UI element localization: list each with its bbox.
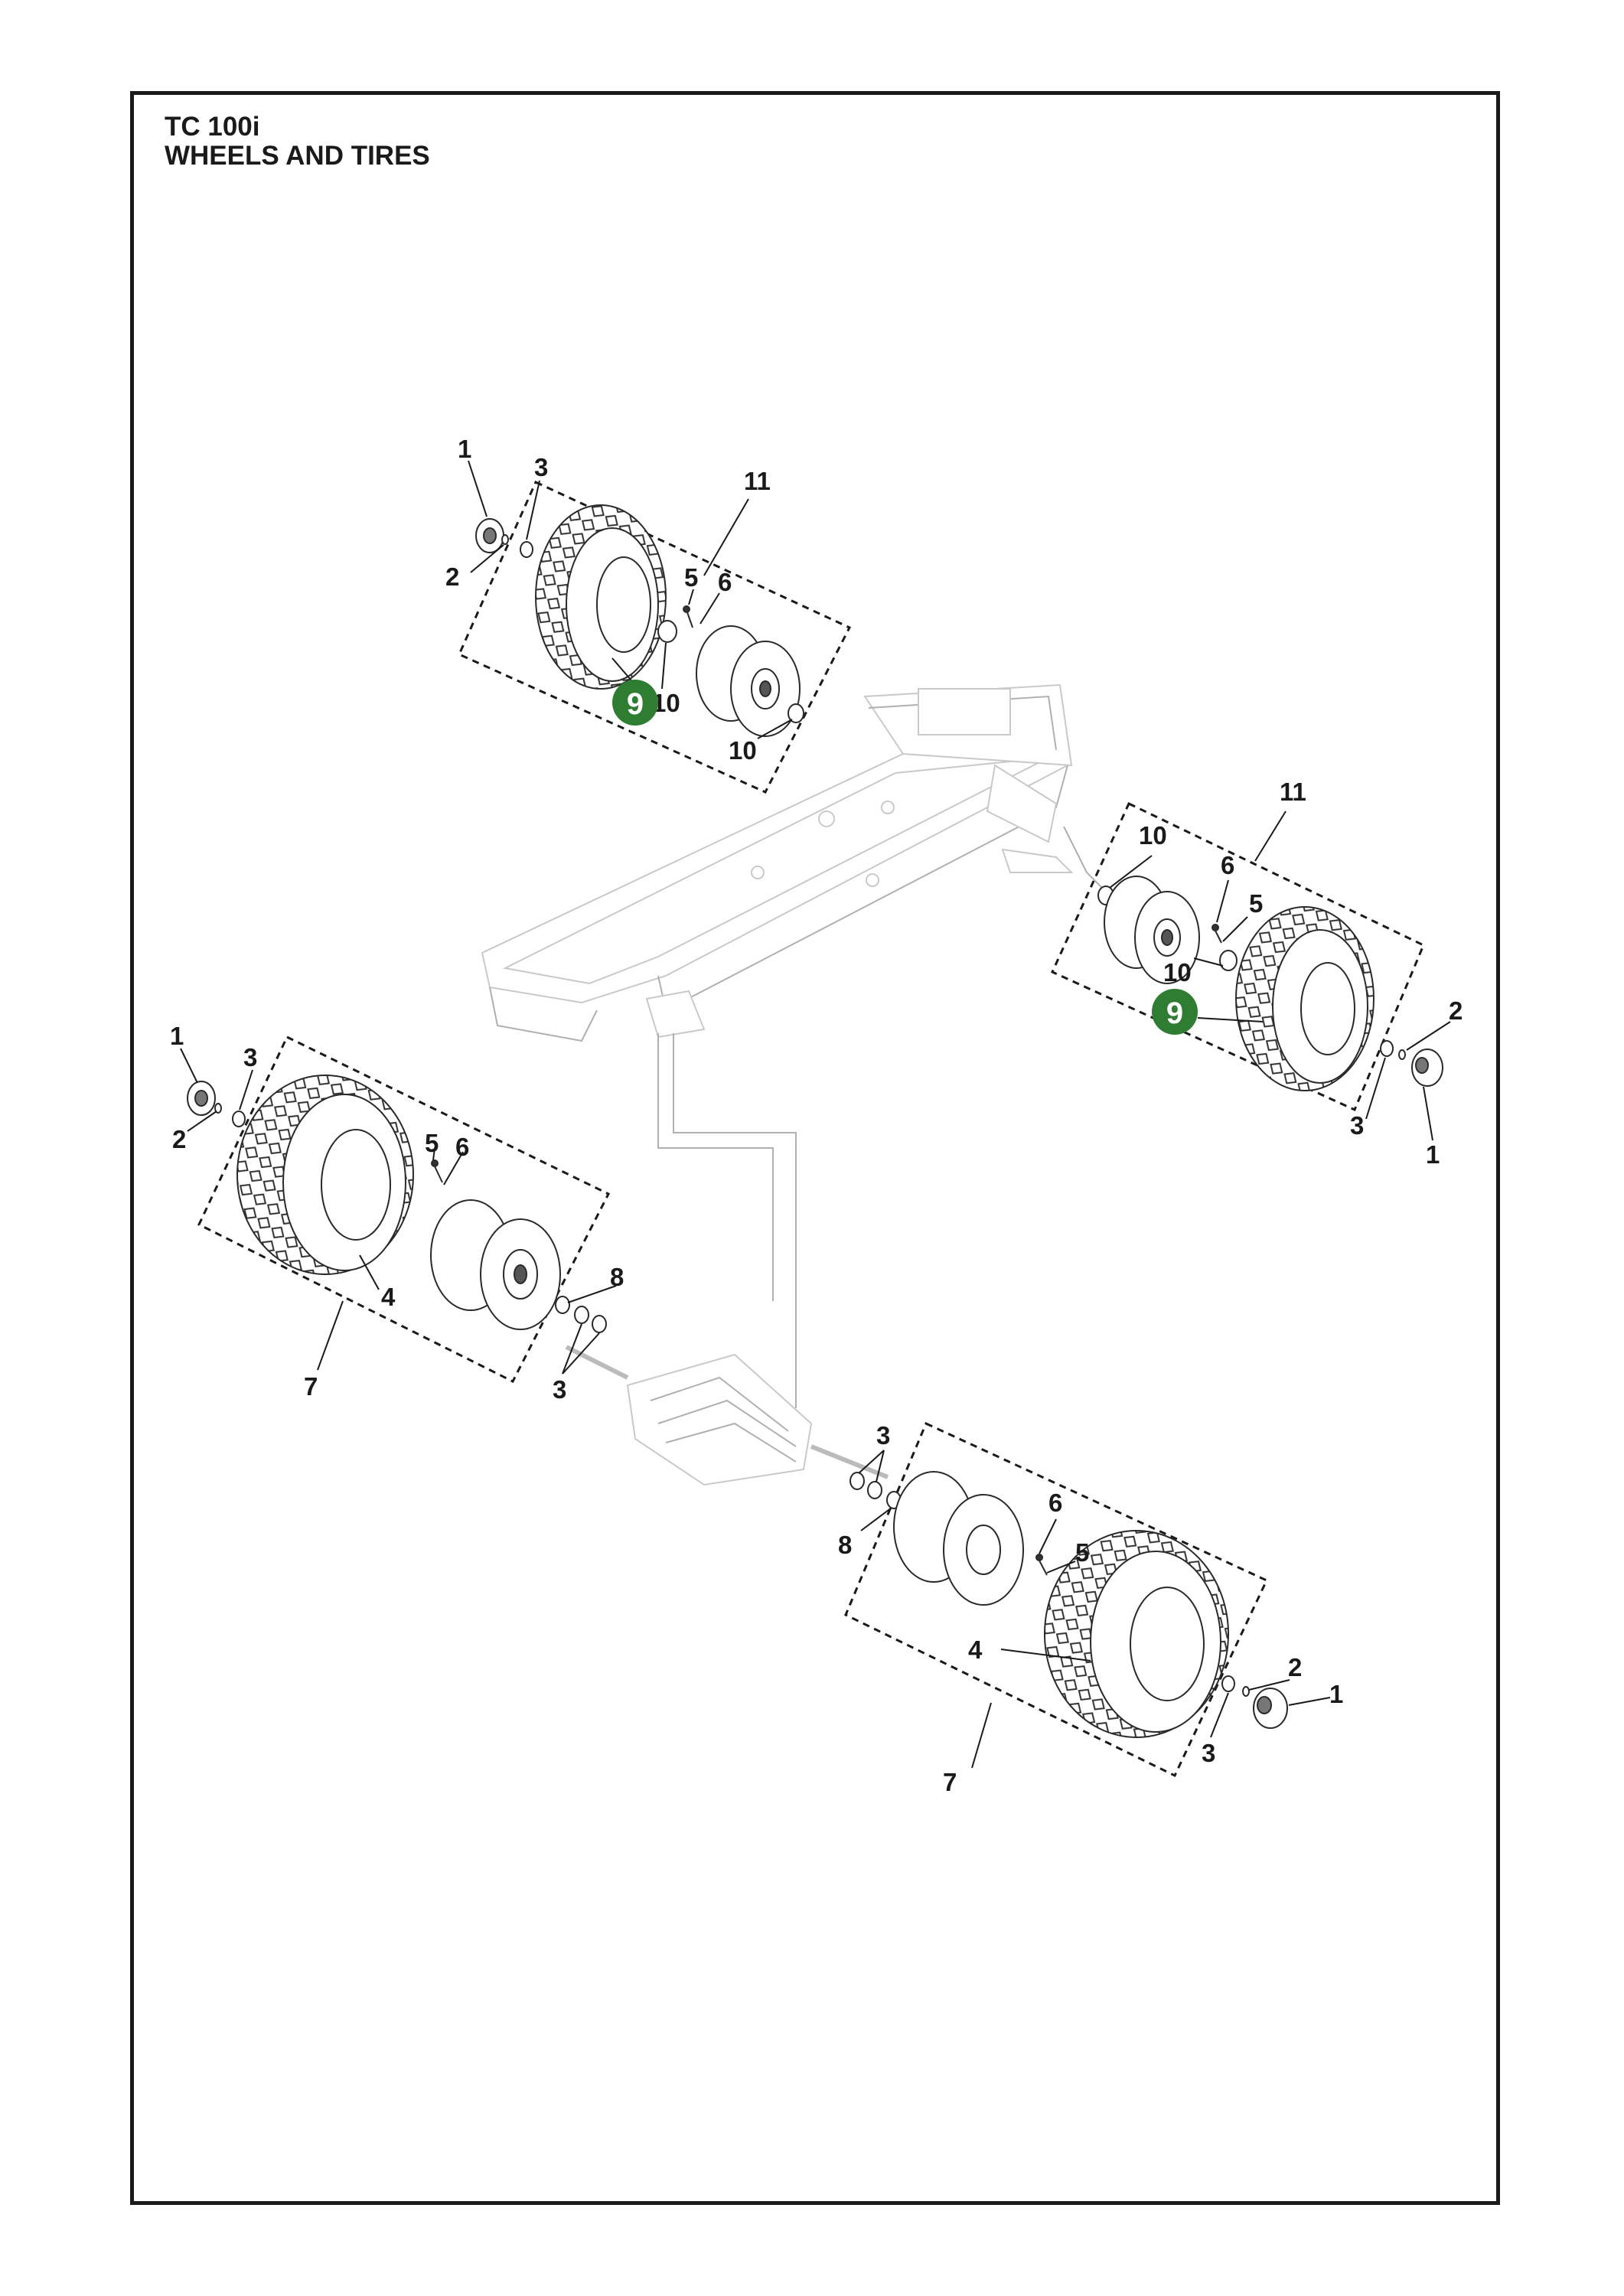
bearing-part-2 (788, 703, 804, 723)
label-5: 5 (1075, 1538, 1089, 1567)
rim-part (1104, 876, 1200, 984)
label-6: 6 (1221, 851, 1234, 879)
label-2: 2 (1449, 996, 1463, 1025)
callout-9-badge: 9 (612, 680, 658, 726)
front-left-wheel-group: 1 2 3 11 5 6 10 10 9 (445, 435, 852, 794)
callout-9-text: 9 (1166, 996, 1183, 1030)
retaining-ring-part (214, 1103, 222, 1114)
label-1: 1 (458, 435, 471, 463)
label-2: 2 (445, 563, 459, 591)
callout-9-text: 9 (627, 687, 644, 721)
section-title: WHEELS AND TIRES (165, 141, 430, 171)
hub-cap-part (187, 1081, 216, 1116)
label-7: 7 (304, 1372, 318, 1401)
label-2: 2 (172, 1125, 186, 1153)
valve-stem-part (683, 605, 693, 628)
bearing-part (657, 620, 677, 643)
label-5: 5 (1249, 889, 1263, 918)
hub-cap-part (1411, 1049, 1443, 1087)
washer-part (1221, 1675, 1235, 1692)
rim-part (696, 625, 801, 737)
valve-stem-part (431, 1159, 443, 1183)
retaining-ring-part (1242, 1686, 1250, 1697)
bearing-part-2 (1219, 950, 1238, 971)
front-right-wheel-group: 10 11 6 5 10 9 2 3 1 (1051, 778, 1463, 1169)
valve-stem-part (1035, 1554, 1048, 1576)
tire-assembly-box (197, 1035, 611, 1384)
retaining-ring-part (1398, 1049, 1406, 1060)
label-8: 8 (610, 1263, 624, 1291)
label-3: 3 (1350, 1111, 1364, 1140)
label-6: 6 (455, 1133, 469, 1161)
tire-assembly-box (458, 480, 852, 794)
rear-right-wheel-group: 3 8 6 5 4 2 1 3 7 (838, 1421, 1343, 1796)
label-4: 4 (381, 1283, 396, 1311)
label-3: 3 (876, 1421, 890, 1450)
label-5: 5 (425, 1129, 439, 1157)
model-title: TC 100i (165, 112, 260, 142)
label-8: 8 (838, 1531, 852, 1559)
label-1: 1 (1329, 1680, 1343, 1708)
label-10b: 10 (1163, 958, 1192, 987)
bushing-part (555, 1296, 570, 1314)
washer-part (232, 1110, 246, 1127)
label-11: 11 (1280, 778, 1306, 806)
label-10b: 10 (729, 736, 757, 765)
rim-part (430, 1199, 561, 1330)
label-5: 5 (684, 563, 698, 592)
label-10: 10 (1139, 821, 1167, 850)
washer-part-2 (867, 1481, 882, 1499)
label-11: 11 (744, 467, 771, 495)
label-2: 2 (1288, 1653, 1302, 1681)
washer-part (1380, 1040, 1394, 1057)
retaining-ring-part (501, 534, 509, 545)
callout-9-badge: 9 (1152, 989, 1198, 1035)
rear-left-wheel-group: 1 3 2 5 6 8 4 7 3 (170, 1022, 624, 1404)
rim-part (893, 1471, 1024, 1606)
label-6: 6 (718, 568, 732, 596)
transaxle (565, 1345, 889, 1486)
label-3: 3 (534, 453, 548, 481)
label-7: 7 (943, 1768, 957, 1796)
tire-assembly-box (1051, 801, 1425, 1112)
page-frame (130, 91, 1500, 2205)
label-4: 4 (968, 1636, 983, 1664)
label-3: 3 (243, 1043, 257, 1071)
tire-part (1044, 1530, 1229, 1738)
tire-part (535, 504, 667, 690)
tire-part (236, 1075, 414, 1275)
label-1: 1 (170, 1022, 184, 1050)
tire-part (1235, 906, 1375, 1091)
washer-part-3 (592, 1315, 607, 1333)
washer-part-3 (850, 1472, 865, 1490)
valve-stem-part (1211, 924, 1222, 944)
label-6: 6 (1048, 1489, 1062, 1517)
label-1: 1 (1426, 1140, 1440, 1169)
chassis-frame (481, 683, 1103, 1408)
label-3b: 3 (1202, 1739, 1215, 1767)
hub-cap-part (1253, 1688, 1288, 1729)
washer-part (520, 541, 533, 558)
washer-part-2 (574, 1306, 589, 1324)
label-3b: 3 (553, 1375, 566, 1404)
tire-assembly-box (844, 1421, 1269, 1778)
